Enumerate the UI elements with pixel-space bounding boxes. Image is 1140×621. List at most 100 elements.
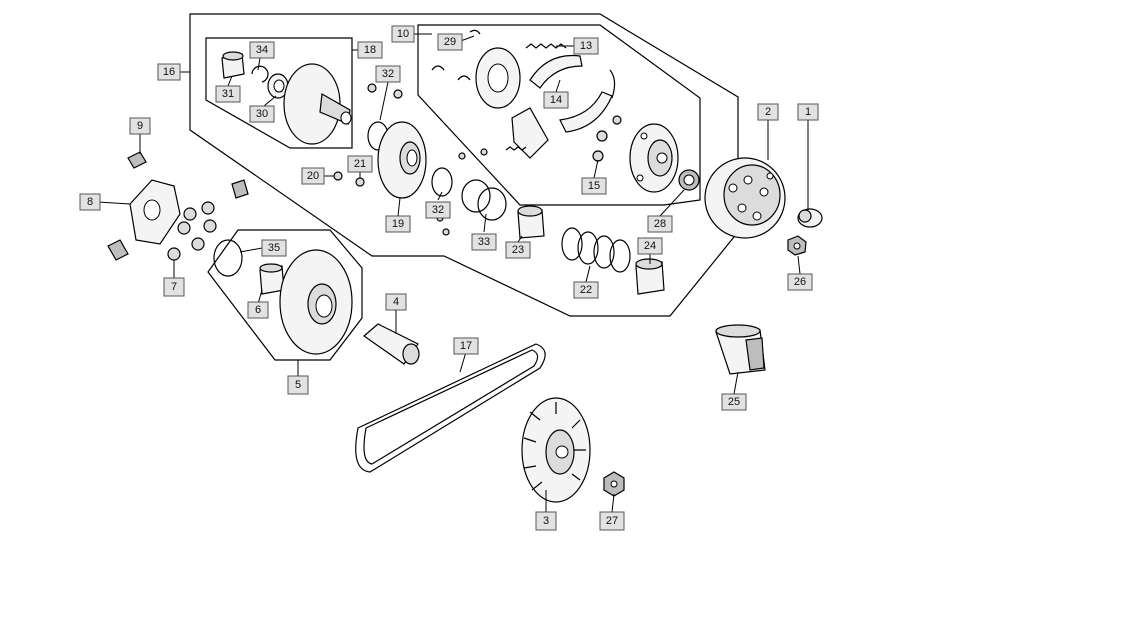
spacer-part [231, 179, 249, 199]
svg-text:15: 15 [588, 180, 600, 192]
svg-text:28: 28 [654, 218, 666, 230]
sleeve-tool-part-25 [715, 324, 766, 375]
svg-text:2: 2 [765, 106, 771, 118]
svg-text:23: 23 [512, 244, 524, 256]
svg-text:16: 16 [163, 66, 175, 78]
svg-text:4: 4 [393, 296, 399, 308]
callout-25: 25 [721, 393, 747, 411]
clutch-pivot-part [505, 107, 549, 159]
callout-27: 27 [599, 511, 625, 531]
svg-text:19: 19 [392, 218, 404, 230]
callout-1: 1 [797, 103, 819, 121]
callout-21: 21 [347, 155, 373, 173]
svg-text:22: 22 [580, 284, 592, 296]
callout-18: 18 [357, 41, 383, 59]
bearing-part-31 [221, 51, 245, 79]
clutch-bell-part-2 [704, 157, 786, 239]
callout-5: 5 [287, 375, 309, 395]
nut-part-26 [787, 235, 807, 256]
svg-text:27: 27 [606, 515, 618, 527]
o-ring-part-35 [213, 239, 243, 277]
callout-6: 6 [247, 301, 269, 319]
svg-text:5: 5 [295, 379, 301, 391]
callout-labels: 1 2 3 4 5 6 7 8 9 10 13 14 15 16 17 18 1… [79, 25, 819, 531]
callout-35: 35 [261, 239, 287, 257]
svg-text:26: 26 [794, 276, 806, 288]
callout-32-lower: 32 [425, 201, 451, 219]
svg-text:35: 35 [268, 242, 280, 254]
leader-lines [97, 33, 809, 513]
svg-text:32: 32 [382, 68, 394, 80]
callout-29: 29 [437, 33, 463, 51]
driven-face-part-19 [377, 121, 427, 199]
spring-part-22 [561, 227, 631, 273]
driven-pulley-part [283, 63, 352, 145]
svg-text:32: 32 [432, 204, 444, 216]
bushing-part-6 [259, 263, 285, 295]
svg-text:30: 30 [256, 108, 268, 120]
group-10-outline [417, 24, 701, 206]
slider-part-9 [127, 151, 147, 169]
svg-text:14: 14 [550, 94, 562, 106]
nut-part-28 [678, 169, 700, 191]
spring-part-13 [525, 43, 567, 49]
bushing-part-1 [797, 208, 823, 228]
callout-28: 28 [647, 215, 673, 233]
svg-text:25: 25 [728, 396, 740, 408]
svg-text:24: 24 [644, 240, 656, 252]
svg-text:17: 17 [460, 340, 472, 352]
callout-8: 8 [79, 193, 101, 211]
svg-text:31: 31 [222, 88, 234, 100]
callout-32-upper: 32 [375, 65, 401, 83]
small-clip-parts [431, 29, 622, 162]
callout-3: 3 [535, 511, 557, 531]
callout-10: 10 [391, 25, 415, 43]
sliders-lower [107, 239, 129, 261]
callout-30: 30 [249, 105, 275, 123]
callout-31: 31 [215, 85, 241, 103]
bolt-part-20 [333, 171, 343, 181]
svg-text:33: 33 [478, 236, 490, 248]
group-18-outline [205, 37, 353, 149]
bushing-part-23 [517, 205, 545, 239]
group-16-outline [189, 13, 739, 317]
callout-26: 26 [787, 273, 813, 291]
svg-text:34: 34 [256, 44, 268, 56]
callout-2: 2 [757, 103, 779, 121]
circlip-part-34 [251, 65, 269, 83]
callout-4: 4 [385, 293, 407, 311]
callout-15: 15 [581, 177, 607, 195]
svg-text:6: 6 [255, 304, 261, 316]
drive-belt-part-17 [355, 343, 546, 473]
callout-14: 14 [543, 91, 569, 109]
svg-text:3: 3 [543, 515, 549, 527]
callout-9: 9 [129, 117, 151, 135]
svg-text:13: 13 [580, 40, 592, 52]
svg-text:18: 18 [364, 44, 376, 56]
callout-22: 22 [573, 281, 599, 299]
svg-text:21: 21 [354, 158, 366, 170]
svg-text:8: 8 [87, 196, 93, 208]
movable-face-part-5 [279, 249, 353, 355]
fan-drive-face-part-3 [521, 397, 591, 503]
svg-text:7: 7 [171, 281, 177, 293]
friction-disc-part [475, 47, 521, 109]
collar-part-4 [363, 323, 420, 365]
o-ring-part-33 [461, 179, 507, 221]
svg-text:29: 29 [444, 36, 456, 48]
ramp-plate-part-8 [129, 179, 181, 245]
clutch-shoe-part-14 [529, 54, 613, 133]
clutch-plate-part [629, 123, 679, 193]
rollers-part-7 [167, 201, 217, 261]
bearing-part-30 [267, 73, 289, 99]
group-5-outline [207, 229, 363, 361]
svg-text:20: 20 [307, 170, 319, 182]
callout-33: 33 [471, 233, 497, 251]
svg-text:10: 10 [397, 28, 409, 40]
bolt-part-21 [355, 177, 365, 187]
callout-24: 24 [637, 237, 663, 255]
callout-20: 20 [301, 167, 325, 185]
callout-34: 34 [249, 41, 275, 59]
callout-16: 16 [157, 63, 181, 81]
